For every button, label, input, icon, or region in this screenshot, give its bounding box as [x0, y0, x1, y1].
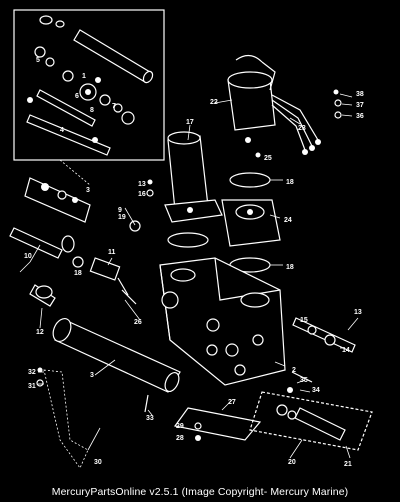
label-8: 8	[90, 107, 94, 114]
label-12: 12	[36, 329, 44, 336]
label-13: 13	[354, 309, 362, 316]
callout-labels: 1 2 3 3 4 5 6 7 8 9 10 11 12 13 13 14 15…	[24, 57, 364, 468]
label-25: 25	[264, 155, 272, 162]
label-11: 11	[108, 249, 116, 256]
leader-lines	[19, 93, 359, 459]
label-32: 32	[28, 369, 36, 376]
label-36: 36	[356, 113, 364, 120]
pump-assembly	[221, 199, 281, 247]
label-34: 34	[312, 387, 320, 394]
label-7: 7	[112, 103, 116, 110]
label-22: 22	[210, 99, 218, 106]
label-6: 6	[75, 93, 79, 100]
label-3a: 3	[86, 187, 90, 194]
mounting-bracket	[43, 369, 89, 469]
cover-plate	[173, 407, 262, 441]
label-29: 29	[176, 423, 184, 430]
small-hardware	[333, 89, 342, 119]
label-23: 23	[298, 125, 306, 132]
label-13b: 13	[138, 181, 146, 188]
label-37: 37	[356, 102, 364, 109]
label-14: 14	[342, 347, 350, 354]
label-20: 20	[288, 459, 296, 466]
label-5: 5	[36, 57, 40, 64]
label-35: 35	[300, 377, 308, 384]
valve-components	[89, 220, 141, 305]
fasteners	[36, 152, 261, 441]
label-18c: 18	[74, 270, 82, 277]
label-28: 28	[176, 435, 184, 442]
label-9: 9	[118, 207, 122, 214]
inset-detail-box	[13, 9, 165, 186]
check-valve-parts	[287, 317, 356, 393]
label-16: 16	[138, 191, 146, 198]
label-33: 33	[146, 415, 154, 422]
label-3b: 3	[90, 372, 94, 379]
label-17: 17	[186, 119, 194, 126]
cylinder-components	[9, 227, 84, 307]
label-2: 2	[292, 367, 296, 374]
label-24: 24	[284, 217, 292, 224]
manual-release-valve	[249, 391, 373, 451]
reservoir	[164, 131, 223, 223]
label-4: 4	[60, 127, 64, 134]
trim-cylinder	[52, 318, 181, 393]
label-21: 21	[344, 461, 352, 468]
manifold-housing	[159, 257, 286, 386]
label-19: 19	[118, 214, 126, 221]
label-31: 31	[28, 383, 36, 390]
piston-stack	[24, 177, 91, 223]
label-18b: 18	[286, 264, 294, 271]
copyright-footer: MercuryPartsOnline v2.5.1 (Image Copyrig…	[51, 486, 349, 498]
label-38: 38	[356, 91, 364, 98]
label-30: 30	[94, 459, 102, 466]
label-10: 10	[24, 253, 32, 260]
label-26: 26	[134, 319, 142, 326]
label-1: 1	[82, 73, 86, 80]
label-27: 27	[228, 399, 236, 406]
electric-motor	[227, 54, 321, 155]
label-15: 15	[300, 317, 308, 324]
label-18a: 18	[286, 179, 294, 186]
